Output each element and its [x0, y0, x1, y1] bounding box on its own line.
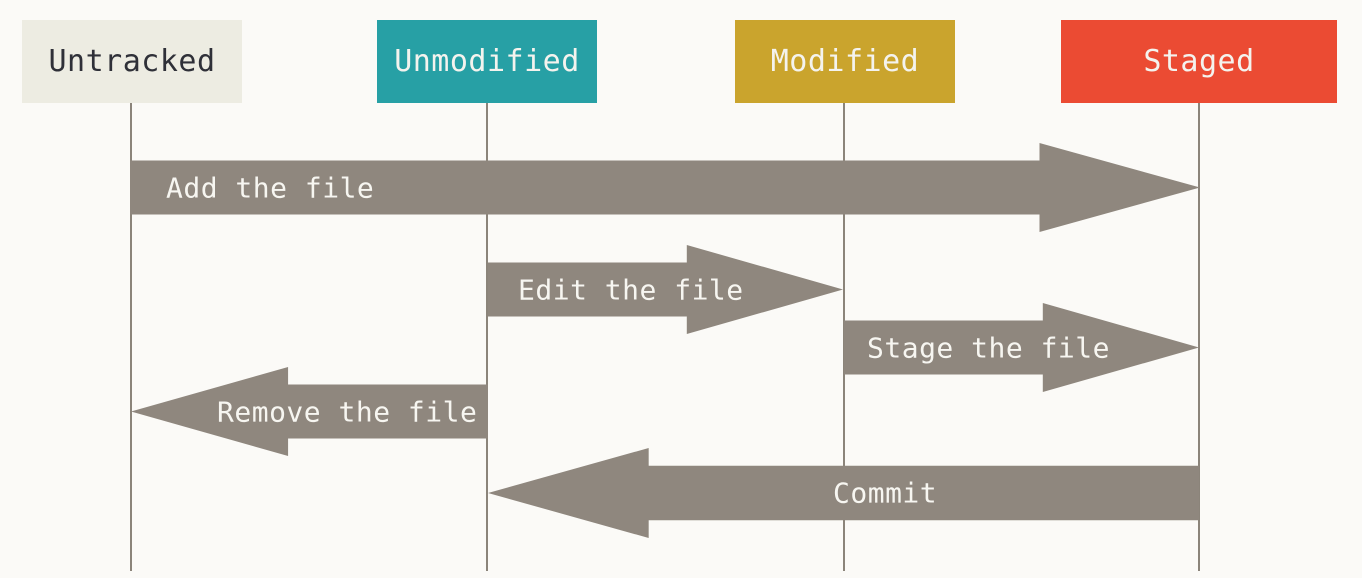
state-label-modified: Modified — [770, 44, 920, 79]
state-label-staged: Staged — [1143, 44, 1255, 79]
lifeline-untracked — [130, 103, 132, 571]
state-box-unmodified: Unmodified — [377, 20, 597, 103]
state-box-untracked: Untracked — [22, 20, 242, 103]
arrow-label-add-the-file: Add the file — [166, 171, 375, 204]
lifeline-staged — [1198, 103, 1200, 571]
arrow-label-edit-the-file: Edit the file — [518, 273, 744, 306]
state-box-staged: Staged — [1061, 20, 1337, 103]
lifeline-unmodified — [486, 103, 488, 571]
state-box-modified: Modified — [735, 20, 955, 103]
state-label-unmodified: Unmodified — [394, 44, 580, 79]
arrow-label-stage-the-file: Stage the file — [867, 331, 1111, 364]
arrow-edit-the-file: Edit the file — [488, 245, 843, 334]
state-label-untracked: Untracked — [48, 44, 216, 79]
arrow-add-the-file: Add the file — [130, 143, 1200, 232]
arrow-stage-the-file: Stage the file — [844, 303, 1199, 392]
arrow-label-commit: Commit — [833, 476, 938, 510]
arrow-label-remove-the-file: Remove the file — [217, 395, 478, 428]
arrow-remove-the-file: Remove the file — [131, 367, 488, 456]
